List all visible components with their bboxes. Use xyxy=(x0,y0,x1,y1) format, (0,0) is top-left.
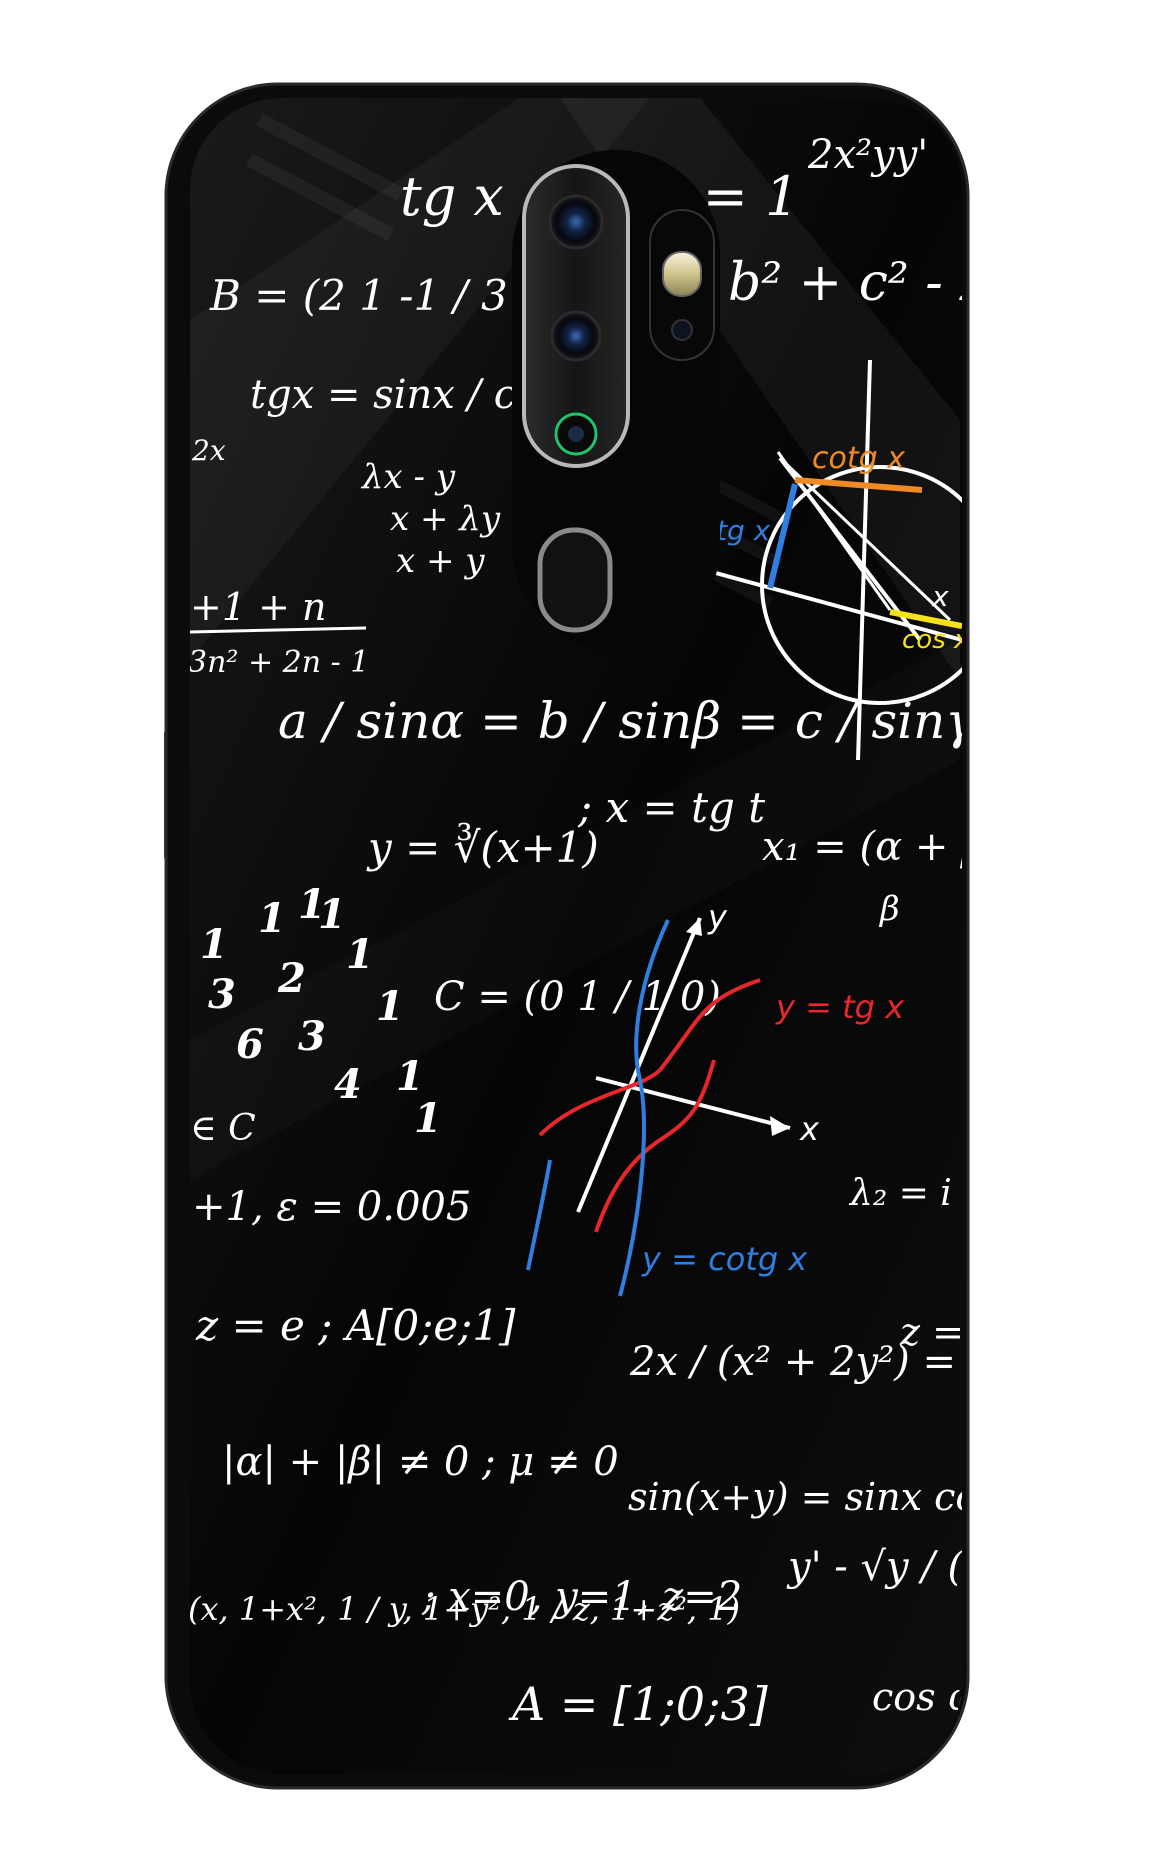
plot-blue-curve-left xyxy=(526,1159,552,1271)
formula-tgx-top: tg x xyxy=(400,165,504,228)
formula-lambda-1: λx - y xyxy=(360,457,456,497)
number-12: 1 xyxy=(396,1053,424,1100)
formula-b2c2: b² + c² - 2 xyxy=(728,253,992,313)
plot-tg-label: y = tg x xyxy=(775,988,905,1026)
function-plot: y x y = tg x y = cotg x xyxy=(526,898,905,1297)
cotg-segment xyxy=(794,477,923,493)
formula-lambda-2: x + λy xyxy=(390,499,501,539)
formula-2x-left: 2x xyxy=(191,434,226,467)
sensor-dot xyxy=(671,319,693,341)
plot-cotg-label: y = cotg x xyxy=(641,1240,808,1278)
series-fraction-bar xyxy=(190,626,367,634)
circle-x-label: x xyxy=(931,580,949,613)
number-8: 1 xyxy=(376,983,404,1030)
plot-red-curve-lower xyxy=(594,1059,716,1233)
formula-A: A = [1;0;3] xyxy=(508,1677,768,1731)
trig-circle-diagram: cotg x tg x cos x x xyxy=(711,359,970,761)
formula-cos-phi: cos φ xyxy=(872,1675,975,1719)
flash-led xyxy=(662,251,702,297)
formula-cube-root: y = ∛(x+1) xyxy=(366,822,599,872)
plot-x-label: x xyxy=(799,1110,820,1148)
camera-lens-main xyxy=(548,194,604,250)
phone-case-back xyxy=(190,98,962,1774)
formula-y-prime: y' - √y / (x+2) = xyxy=(786,1544,1107,1590)
formula-sin-sum: sin(x+y) = sinx cos xyxy=(628,1475,998,1519)
number-3: 1 xyxy=(318,891,346,938)
number-13: 1 xyxy=(414,1095,442,1142)
cos-label: cos x xyxy=(902,625,970,655)
number-4: 1 xyxy=(200,921,228,968)
number-11: 4 xyxy=(334,1061,362,1108)
formula-c-matrix: C = (0 1 / 1 0) xyxy=(434,974,721,1020)
tg-label: tg x xyxy=(716,514,771,547)
formula-beta: β xyxy=(878,889,900,929)
formula-matrix-3: (x, 1+x², 1 / y, 1+y², 1 / z, 1+z², 1) xyxy=(188,1590,740,1628)
camera-module xyxy=(512,150,720,650)
fingerprint-sensor xyxy=(537,527,613,633)
formula-lambda2-right: λ₂ = i xyxy=(848,1173,952,1214)
number-10: 3 xyxy=(298,1013,326,1060)
formula-z-right: z = xyxy=(899,1310,964,1354)
formula-z-e: z = e ; A[0;e;1] xyxy=(195,1301,516,1350)
cotg-label: cotg x xyxy=(812,441,905,476)
plot-blue-curve-right xyxy=(618,919,670,1297)
camera-lens-wide xyxy=(550,310,602,362)
formula-series: +1 + n xyxy=(190,585,327,629)
tg-segment xyxy=(767,483,798,589)
formula-in-c: ∈ C xyxy=(190,1108,256,1149)
scattered-numbers: 1 1 1 1 2 1 3 1 6 3 4 1 1 xyxy=(200,881,442,1142)
formula-2x2yy: 2x²yy' xyxy=(807,132,928,178)
number-7: 3 xyxy=(208,971,236,1018)
number-5: 2 xyxy=(277,955,306,1002)
formula-lambda-3: x + y xyxy=(396,541,485,581)
plot-y-label: y xyxy=(707,898,728,936)
plot-red-curve-upper xyxy=(538,978,761,1137)
number-9: 6 xyxy=(236,1021,264,1068)
number-1: 1 xyxy=(258,895,286,942)
number-2: 1 xyxy=(298,881,326,928)
formula-frac-2x: 2x / (x² + 2y²) = 2 xyxy=(629,1339,994,1385)
formula-x-tgt: ; x = tg t xyxy=(577,783,765,832)
formula-epsilon: +1, ε = 0.005 xyxy=(192,1184,471,1230)
formula-sine-law: a / sinα = b / sinβ = c / sinγ xyxy=(278,692,975,750)
formula-x1: x₁ = (α + β xyxy=(762,824,984,870)
number-6: 1 xyxy=(346,931,374,978)
formula-series-denominator: 3n² + 2n - 1 xyxy=(188,645,369,680)
formula-xyz: ; x=0, y=1, z=2 xyxy=(421,1574,742,1620)
cos-segment xyxy=(889,609,962,629)
formula-abs: |α| + |β| ≠ 0 ; μ ≠ 0 xyxy=(222,1439,619,1485)
